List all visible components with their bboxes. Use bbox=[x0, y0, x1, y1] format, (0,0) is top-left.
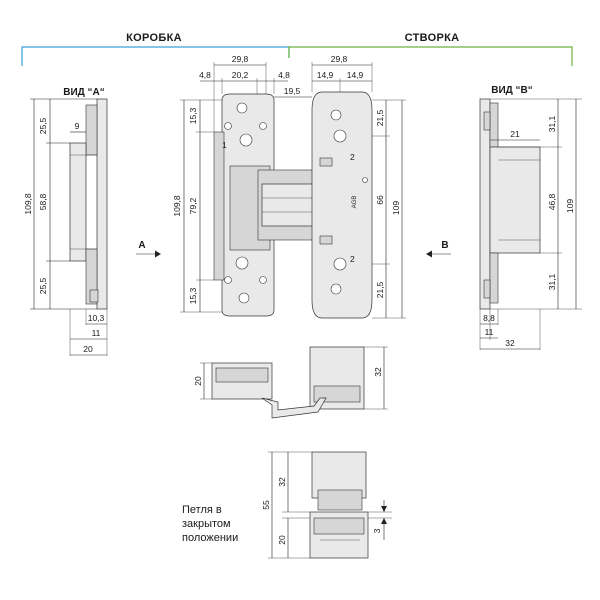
view-a: ВИД “А“ 25,5 58,8 25,5 109,8 9 10,3 11 2… bbox=[23, 87, 108, 356]
open-hinge-view: 20 32 bbox=[193, 346, 388, 419]
note-line-3: положении bbox=[182, 532, 238, 544]
closed-hinge-view: 32 55 20 3 bbox=[261, 451, 392, 559]
dim-top-19-5: 19,5 bbox=[284, 86, 301, 96]
leaf-header: СТВОРКА bbox=[405, 32, 460, 44]
view-b: ВИД “В“ 31,1 46,8 31,1 109 21 8,8 11 32 bbox=[479, 85, 582, 350]
dim-va-58-8: 58,8 bbox=[38, 193, 48, 210]
view-b-label: ВИД “В“ bbox=[491, 85, 533, 96]
frame-bracket bbox=[21, 46, 290, 66]
dim-right-21-5-top: 21,5 bbox=[375, 109, 385, 126]
dim-top-29-8-right: 29,8 bbox=[331, 54, 348, 64]
dim-va-109-8: 109,8 bbox=[23, 193, 33, 215]
frame-part-num: 1 bbox=[222, 140, 227, 150]
leaf-bracket bbox=[288, 46, 573, 66]
note-line-1: Петля в bbox=[182, 504, 222, 516]
dim-bot-32: 32 bbox=[277, 477, 287, 487]
dim-top-14-9-a: 14,9 bbox=[317, 70, 334, 80]
dim-left-15-3-bot: 15,3 bbox=[188, 287, 198, 304]
front-top-dims: 29,8 4,8 20,2 4,8 19,5 29,8 14,9 14,9 bbox=[199, 54, 373, 132]
dim-right-21-5-bot: 21,5 bbox=[375, 281, 385, 298]
frame-header: КОРОБКА bbox=[126, 32, 182, 44]
dim-bot-20: 20 bbox=[277, 535, 287, 545]
dim-left-15-3-top: 15,3 bbox=[188, 107, 198, 124]
dim-vb-31-1-top: 31,1 bbox=[547, 115, 557, 132]
dim-vb-21: 21 bbox=[510, 129, 520, 139]
dim-right-109: 109 bbox=[391, 201, 401, 215]
dim-vb-8-8: 8,8 bbox=[483, 313, 495, 323]
arrow-a: A bbox=[136, 240, 161, 258]
dim-va-25-5-bot: 25,5 bbox=[38, 277, 48, 294]
front-left-dims: 15,3 79,2 15,3 109,8 bbox=[172, 99, 222, 313]
leaf-part-num-top: 2 bbox=[350, 152, 355, 162]
leaf-part-num-bot: 2 bbox=[350, 254, 355, 264]
view-a-label: ВИД “А“ bbox=[63, 87, 105, 98]
dim-left-79-2: 79,2 bbox=[188, 197, 198, 214]
arrow-b-label: B bbox=[441, 240, 448, 251]
hinge-frame-part: 1 bbox=[213, 93, 275, 317]
dim-top-4-8-a: 4,8 bbox=[199, 70, 211, 80]
brand-mark: AGB bbox=[352, 196, 358, 209]
dim-vb-11: 11 bbox=[485, 327, 494, 337]
arrow-a-label: A bbox=[138, 240, 145, 251]
dim-top-4-8-b: 4,8 bbox=[278, 70, 290, 80]
dim-bot-3: 3 bbox=[372, 528, 382, 533]
front-right-dims: 21,5 66 21,5 109 bbox=[372, 99, 406, 319]
dim-top-14-9-b: 14,9 bbox=[347, 70, 364, 80]
dim-vb-31-1-bot: 31,1 bbox=[547, 273, 557, 290]
dim-va-9: 9 bbox=[75, 121, 80, 131]
dim-top-29-8-left: 29,8 bbox=[232, 54, 249, 64]
dim-vb-109: 109 bbox=[565, 199, 575, 213]
closed-position-note: Петля в закрытом положении bbox=[182, 504, 238, 544]
hinge-mechanism bbox=[257, 169, 319, 241]
dim-va-10-3: 10,3 bbox=[88, 313, 105, 323]
dim-mid-32: 32 bbox=[373, 367, 383, 377]
dim-top-20-2: 20,2 bbox=[232, 70, 249, 80]
dim-va-25-5-top: 25,5 bbox=[38, 117, 48, 134]
hinge-leaf-part: 2 2 AGB bbox=[311, 91, 373, 319]
arrow-b: B bbox=[426, 240, 451, 258]
note-line-2: закрытом bbox=[182, 518, 231, 530]
dim-va-20: 20 bbox=[83, 344, 93, 354]
dim-left-109-8: 109,8 bbox=[172, 195, 182, 217]
dim-vb-46-8: 46,8 bbox=[547, 193, 557, 210]
dim-right-66: 66 bbox=[375, 195, 385, 205]
dim-va-11: 11 bbox=[92, 328, 101, 338]
dim-mid-20: 20 bbox=[193, 376, 203, 386]
dim-bot-55: 55 bbox=[261, 500, 271, 510]
dim-vb-32: 32 bbox=[505, 338, 515, 348]
